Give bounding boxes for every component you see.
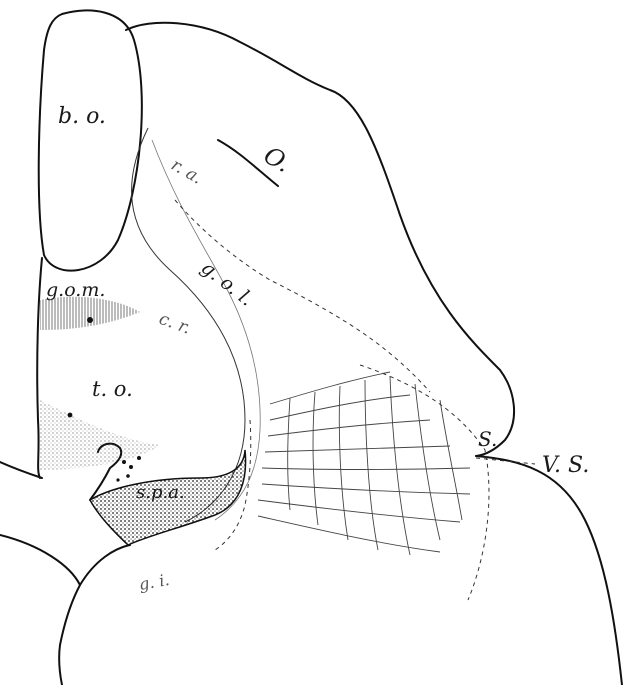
label-g-o-l: g. o. l. <box>197 257 257 311</box>
main-outline <box>126 23 514 456</box>
label-g-i: g. i. <box>137 570 170 594</box>
label-s: S. <box>478 427 497 451</box>
label-o: O. <box>259 141 295 178</box>
label-g-o-m: g.o.m. <box>46 279 105 301</box>
gom-hatch-band <box>40 297 140 330</box>
dot-spa-4 <box>126 474 130 478</box>
lower-stem-outline <box>80 545 130 585</box>
lower-right-outline <box>476 456 622 685</box>
dot-spa-3 <box>137 456 141 460</box>
label-c-r: c. r. <box>156 309 193 339</box>
dot-spa-5 <box>116 478 119 481</box>
label-s-p-a: s.p.a. <box>136 482 185 503</box>
fibre-grid <box>258 372 470 555</box>
lower-left-outline <box>0 535 80 685</box>
label-r-a: r. a. <box>168 155 206 189</box>
gol-dotted-tract <box>175 200 430 392</box>
bulbus-olfactorius-outline <box>39 10 142 270</box>
dot-gom <box>87 317 93 323</box>
label-v-s: V. S. <box>542 453 589 478</box>
dot-to <box>68 413 73 418</box>
dot-spa-2 <box>129 465 133 469</box>
dashed-arc-right <box>360 365 489 600</box>
left-edge-tick <box>0 462 42 478</box>
label-t-o: t. o. <box>92 377 133 401</box>
label-b-o: b. o. <box>58 104 106 129</box>
stipple-shading <box>40 400 160 470</box>
dot-spa-1 <box>122 460 126 464</box>
